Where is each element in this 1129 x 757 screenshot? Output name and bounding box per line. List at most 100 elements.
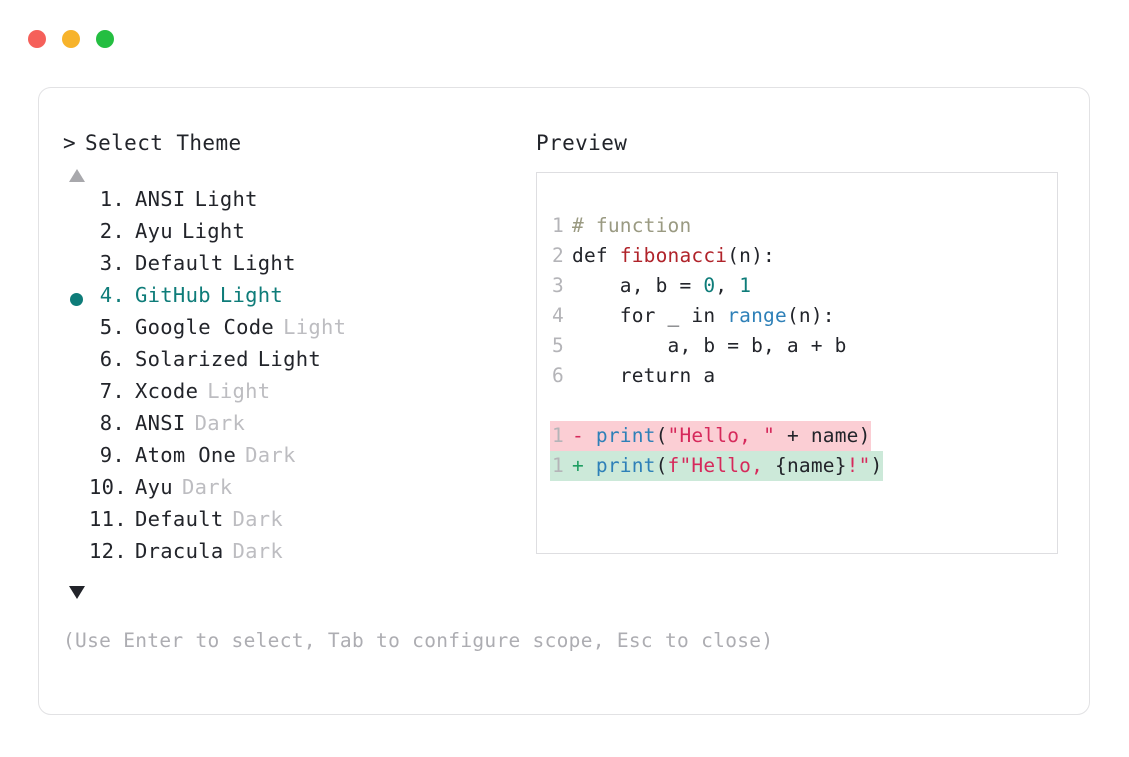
theme-item-name: Xcode bbox=[135, 379, 199, 403]
code-token: ) bbox=[870, 454, 883, 477]
theme-item-name: Ayu bbox=[135, 475, 173, 499]
line-number: 2 bbox=[552, 244, 564, 267]
line-number: 6 bbox=[552, 364, 564, 387]
theme-item-name: Atom One bbox=[135, 443, 237, 467]
window-minimize-button[interactable] bbox=[62, 30, 80, 48]
code-token: {name} bbox=[775, 454, 847, 477]
code-token: 0 bbox=[703, 274, 716, 297]
diff-row: 1- print("Hello, " + name) bbox=[550, 421, 1057, 451]
line-number: 5 bbox=[552, 334, 564, 357]
diff-marker: - bbox=[572, 424, 596, 447]
keyboard-hint: (Use Enter to select, Tab to configure s… bbox=[63, 629, 774, 652]
code-token: range bbox=[727, 304, 787, 327]
code-line: 6 return a bbox=[550, 361, 1057, 391]
diff-marker: + bbox=[572, 454, 596, 477]
theme-item-variant: Dark bbox=[181, 475, 233, 499]
theme-item-variant: Light bbox=[207, 379, 271, 403]
theme-item-index: 2. bbox=[99, 219, 125, 243]
theme-item-index: 6. bbox=[99, 347, 125, 371]
theme-item-name: Solarized bbox=[135, 347, 249, 371]
selection-bullet-slot bbox=[63, 292, 89, 306]
scroll-down-icon[interactable] bbox=[69, 586, 85, 599]
theme-item-variant: Dark bbox=[232, 539, 284, 563]
code-line: 1 # function bbox=[550, 211, 1057, 241]
theme-item-variant: Dark bbox=[232, 507, 284, 531]
code-token: a, b = b, a + b bbox=[572, 334, 847, 357]
theme-item-name: Default bbox=[135, 507, 224, 531]
code-token: ( bbox=[655, 424, 668, 447]
code-token: !" bbox=[846, 454, 871, 477]
theme-item-variant: Light bbox=[283, 315, 347, 339]
code-token: ( bbox=[655, 454, 668, 477]
theme-list-item[interactable]: 6. Solarized Light bbox=[63, 347, 533, 379]
theme-list-item[interactable]: 7. Xcode Light bbox=[63, 379, 533, 411]
code-line: 4 for _ in range(n): bbox=[550, 301, 1057, 331]
theme-item-name: Ayu bbox=[135, 219, 173, 243]
line-number: 1 bbox=[552, 424, 564, 447]
code-line: 3 a, b = 0, 1 bbox=[550, 271, 1057, 301]
theme-list-item[interactable]: 5. Google Code Light bbox=[63, 315, 533, 347]
theme-item-index: 12. bbox=[89, 539, 127, 563]
theme-item-variant: Light bbox=[219, 283, 284, 307]
theme-item-variant: Light bbox=[232, 251, 296, 275]
theme-item-index: 1. bbox=[99, 187, 125, 211]
theme-list-item[interactable]: 4. GitHub Light bbox=[63, 283, 533, 315]
diff-line: 1- print("Hello, " + name) bbox=[550, 421, 871, 451]
line-number: 1 bbox=[552, 214, 564, 237]
theme-item-variant: Light bbox=[181, 219, 246, 243]
theme-list-item[interactable]: 12. Dracula Dark bbox=[63, 539, 533, 571]
line-number: 1 bbox=[552, 454, 564, 477]
code-token: a, b = bbox=[572, 274, 704, 297]
theme-item-name: ANSI bbox=[135, 411, 186, 435]
window-maximize-button[interactable] bbox=[96, 30, 114, 48]
theme-list-item[interactable]: 2. Ayu Light bbox=[63, 219, 533, 251]
theme-item-variant: Light bbox=[257, 347, 321, 371]
theme-item-index: 11. bbox=[89, 507, 127, 531]
theme-item-name: GitHub bbox=[135, 283, 211, 307]
selection-bullet-icon bbox=[69, 292, 83, 306]
window-close-button[interactable] bbox=[28, 30, 46, 48]
theme-item-name: Google Code bbox=[135, 315, 275, 339]
code-token: "Hello, " bbox=[667, 424, 776, 447]
theme-item-index: 3. bbox=[99, 251, 125, 275]
theme-item-index: 8. bbox=[99, 411, 125, 435]
code-token: print bbox=[595, 454, 656, 477]
code-token: (n): bbox=[727, 244, 775, 267]
code-token: f"Hello, bbox=[667, 454, 776, 477]
theme-item-name: Dracula bbox=[135, 539, 224, 563]
diff-row: 1 + print(f"Hello, {name}!") bbox=[550, 451, 1057, 481]
scroll-up-icon[interactable] bbox=[69, 169, 85, 182]
theme-item-index: 4. bbox=[99, 283, 125, 307]
page-title: Select Theme bbox=[85, 131, 242, 155]
line-number: 3 bbox=[552, 274, 564, 297]
code-blank-line bbox=[550, 391, 1057, 421]
code-token: def bbox=[572, 244, 620, 267]
code-line: 5 a, b = b, a + b bbox=[550, 331, 1057, 361]
code-token: for _ in bbox=[572, 304, 728, 327]
prompt-row: > Select Theme bbox=[63, 131, 533, 155]
line-number: 4 bbox=[552, 304, 564, 327]
theme-item-index: 9. bbox=[99, 443, 125, 467]
theme-item-index: 5. bbox=[99, 315, 125, 339]
theme-item-index: 7. bbox=[99, 379, 125, 403]
theme-list-item[interactable]: 11. Default Dark bbox=[63, 507, 533, 539]
code-token: print bbox=[595, 424, 656, 447]
prompt-caret-icon: > bbox=[63, 131, 77, 155]
code-token: , bbox=[715, 274, 740, 297]
theme-item-variant: Light bbox=[194, 187, 258, 211]
code-token: # function bbox=[572, 214, 692, 237]
code-token: ) bbox=[858, 424, 871, 447]
code-token: + name bbox=[775, 424, 859, 447]
code-token: 1 bbox=[739, 274, 752, 297]
